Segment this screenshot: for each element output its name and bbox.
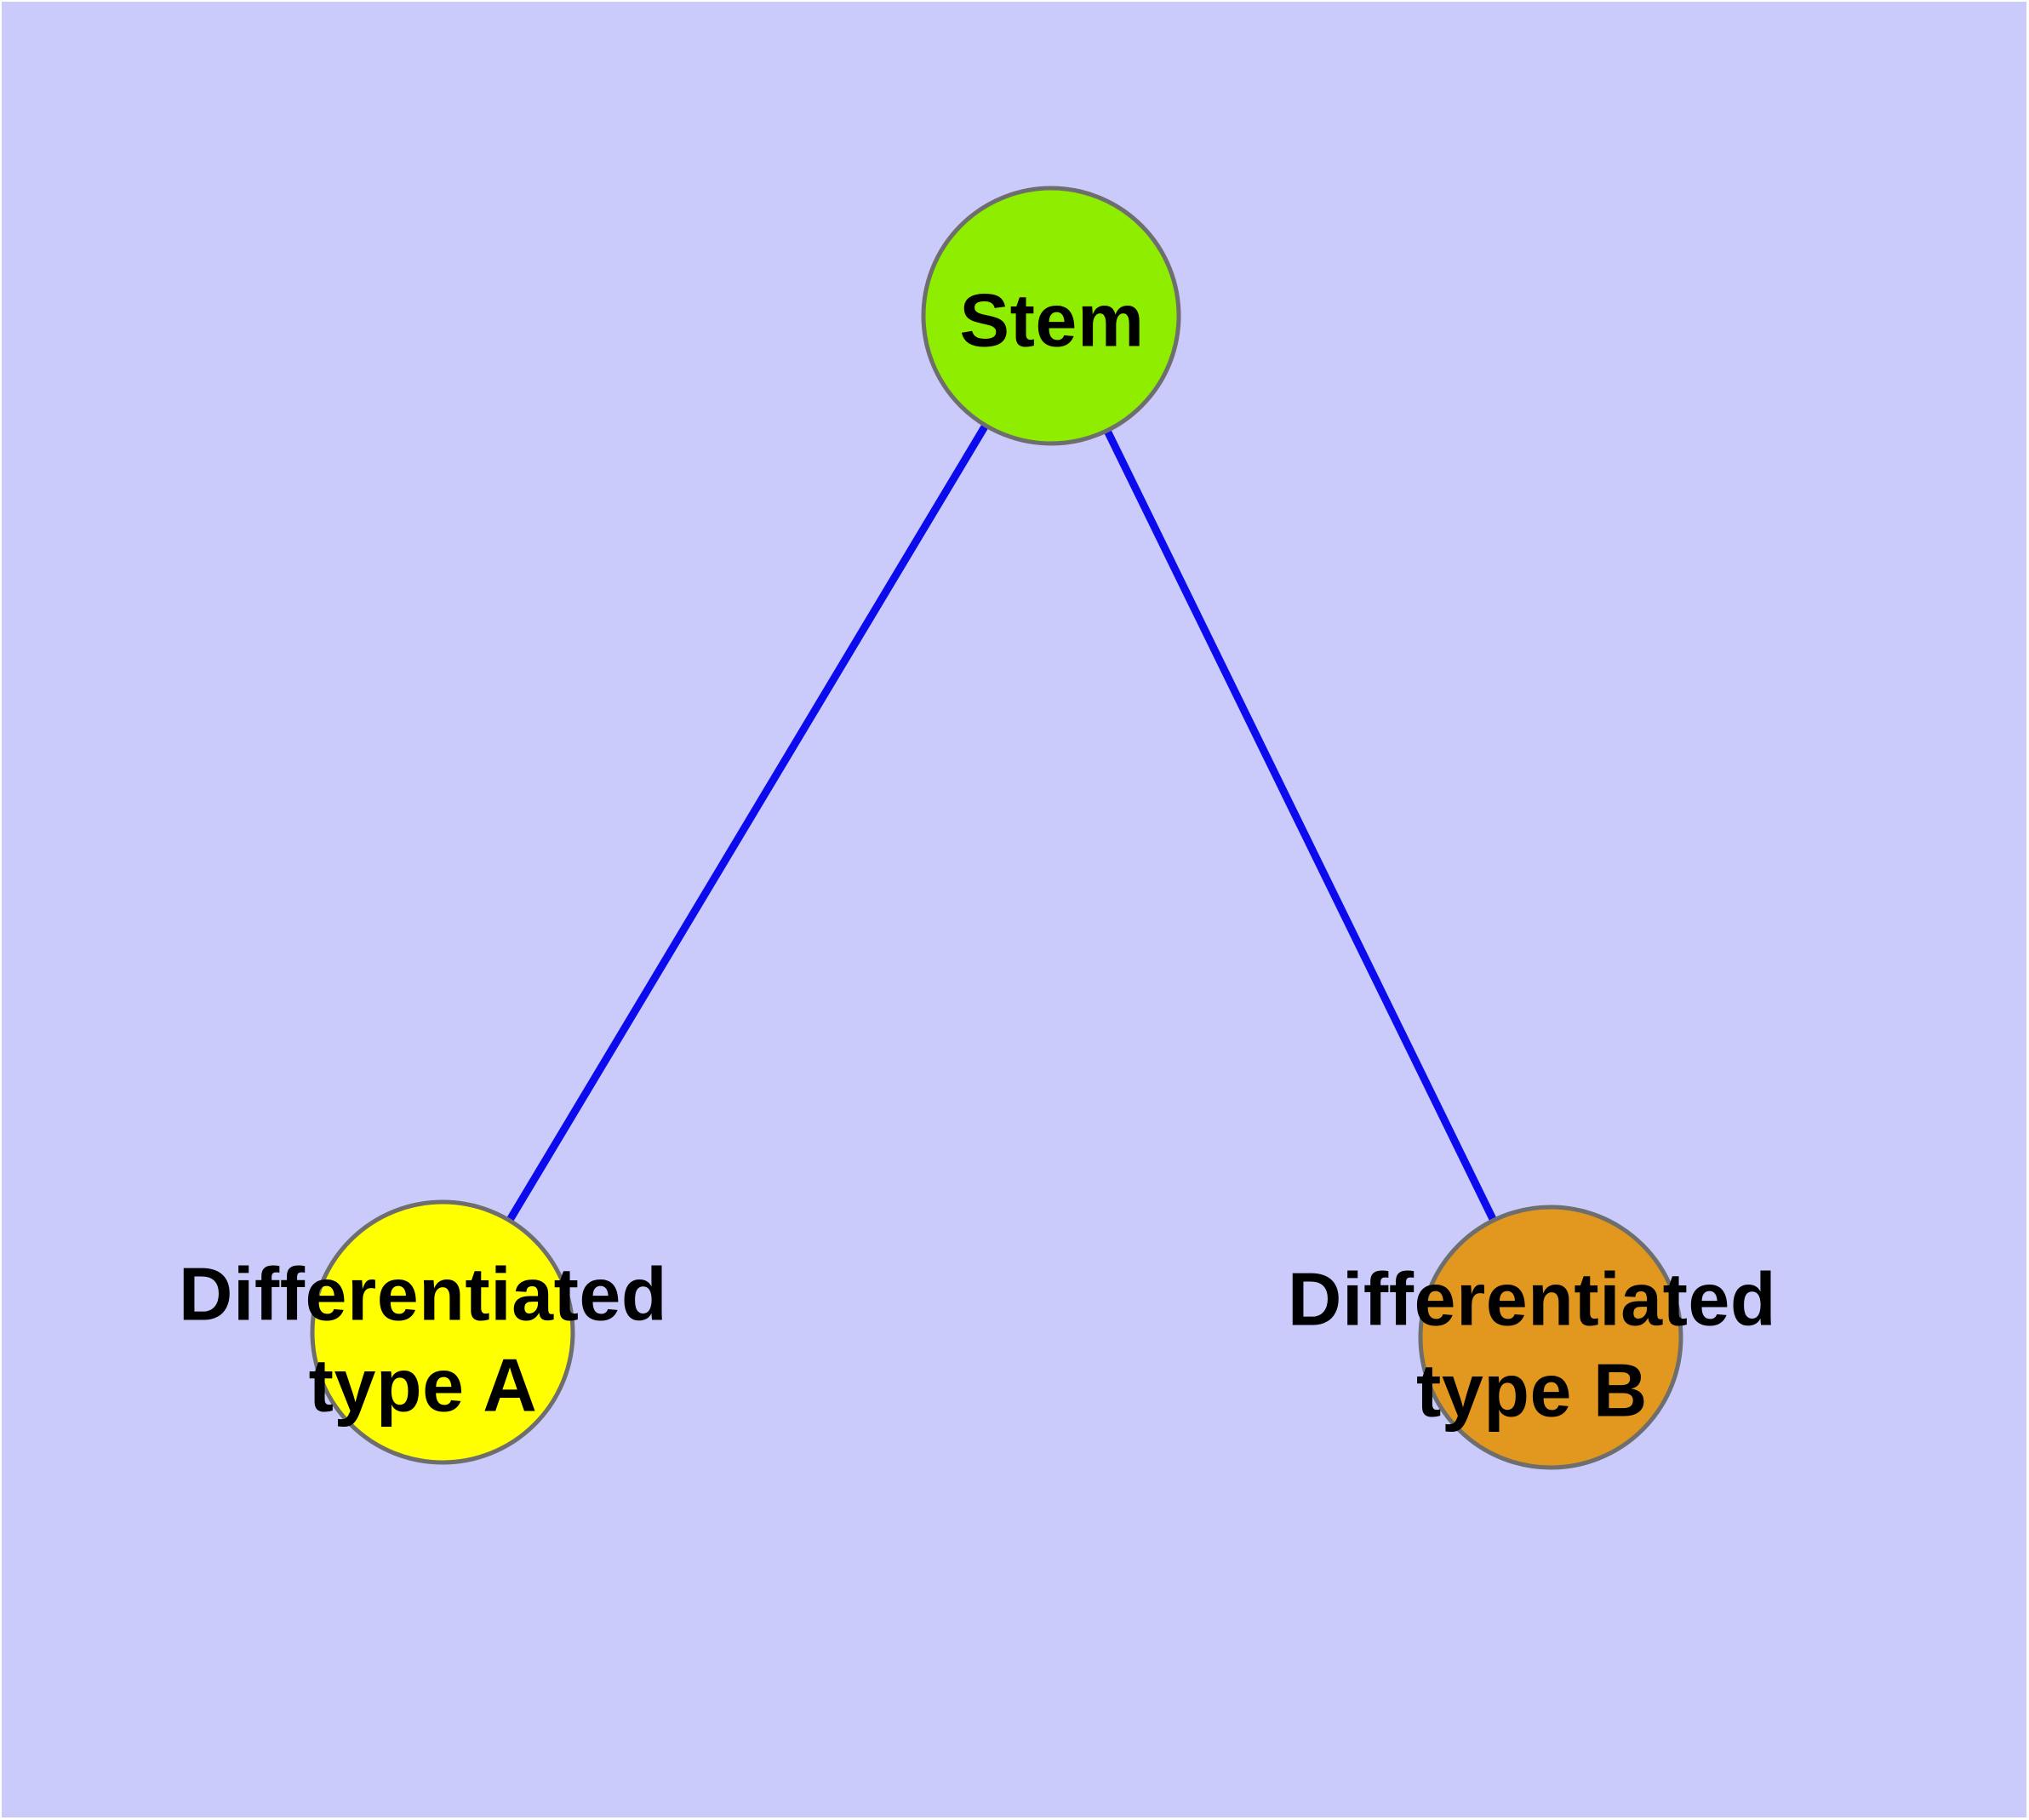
node-circle-stem (921, 186, 1181, 446)
node-circle-differentiated-type-a (310, 1199, 575, 1465)
edge-stem-to-differentiated-type-a (439, 313, 1055, 1335)
node-circle-differentiated-type-b (1418, 1205, 1683, 1470)
node-label-differentiated-type-b: Differentiated type B (1287, 1256, 1777, 1433)
node-label-stem: Stem (959, 278, 1145, 363)
node-label-differentiated-type-a: Differentiated type A (178, 1251, 668, 1428)
edge-stem-to-differentiated-type-b (1047, 314, 1555, 1339)
